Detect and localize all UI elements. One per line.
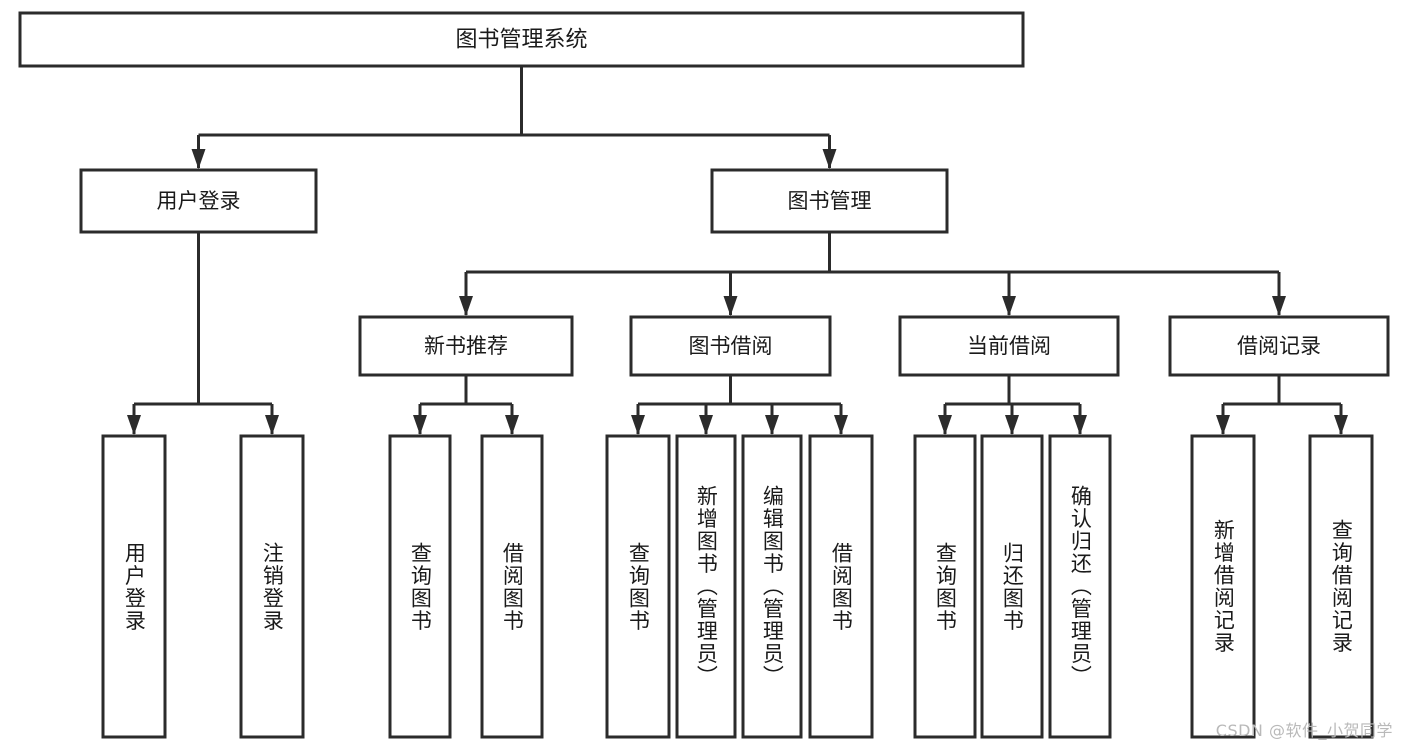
arrow-head-icon-leaf-0	[127, 415, 141, 435]
arrow-head-icon-leaf-11	[1216, 415, 1230, 435]
arrow-head-icon-leaf-9	[1005, 415, 1019, 435]
node-box-level3-1	[629, 315, 832, 377]
node-box-leaf-1	[239, 434, 305, 739]
arrow-head-icon-leaf-1	[265, 415, 279, 435]
watermark-text: CSDN @软件_小贺同学	[1215, 721, 1393, 740]
node-box-leaf-6	[741, 434, 803, 739]
arrow-head-icon-level2-1	[822, 149, 837, 169]
node-box-leaf-5	[675, 434, 737, 739]
arrow-head-icon-leaf-8	[938, 415, 952, 435]
node-label-level2-0: 用户登录	[157, 189, 241, 213]
node-box-leaf-0	[101, 434, 167, 739]
arrow-head-icon-level3-2	[1002, 296, 1016, 316]
node-box-leaf-10	[1048, 434, 1112, 739]
node-box-level3-2	[898, 315, 1120, 377]
node-box-leaf-7	[808, 434, 874, 739]
node-box-leaf-9	[980, 434, 1044, 739]
node-label-level3-0: 新书推荐	[424, 334, 508, 358]
node-box-level3-0	[358, 315, 574, 377]
node-box-leaf-8	[913, 434, 977, 739]
node-label-level2-1: 图书管理	[788, 189, 872, 213]
arrow-head-icon-leaf-7	[834, 415, 848, 435]
node-box-level2-1	[710, 168, 949, 234]
node-label-level3-2: 当前借阅	[967, 334, 1051, 358]
arrow-head-icon-level3-0	[459, 296, 473, 316]
arrow-head-icon-leaf-10	[1073, 415, 1087, 435]
arrow-head-icon-level2-0	[191, 149, 206, 169]
arrow-head-icon-leaf-6	[765, 415, 779, 435]
node-box-leaf-12	[1308, 434, 1374, 739]
arrow-head-icon-leaf-2	[413, 415, 427, 435]
arrow-head-icon-leaf-3	[505, 415, 519, 435]
node-label-root: 图书管理系统	[455, 28, 587, 53]
node-box-leaf-11	[1190, 434, 1256, 739]
node-box-leaf-2	[388, 434, 452, 739]
arrow-head-icon-leaf-4	[631, 415, 645, 435]
node-box-root	[18, 11, 1025, 68]
node-box-leaf-4	[605, 434, 671, 739]
arrow-head-icon-leaf-5	[699, 415, 713, 435]
node-box-level2-0	[79, 168, 318, 234]
arrow-head-icon-leaf-12	[1334, 415, 1348, 435]
connector-lines-layer	[127, 66, 1348, 435]
node-label-level3-3: 借阅记录	[1237, 334, 1321, 358]
arrow-head-icon-level3-1	[723, 296, 738, 316]
node-box-level3-3	[1168, 315, 1390, 377]
node-box-leaf-3	[480, 434, 544, 739]
node-label-level3-1: 图书借阅	[689, 334, 773, 358]
node-boxes-layer	[18, 11, 1390, 739]
arrow-head-icon-level3-3	[1272, 296, 1286, 316]
